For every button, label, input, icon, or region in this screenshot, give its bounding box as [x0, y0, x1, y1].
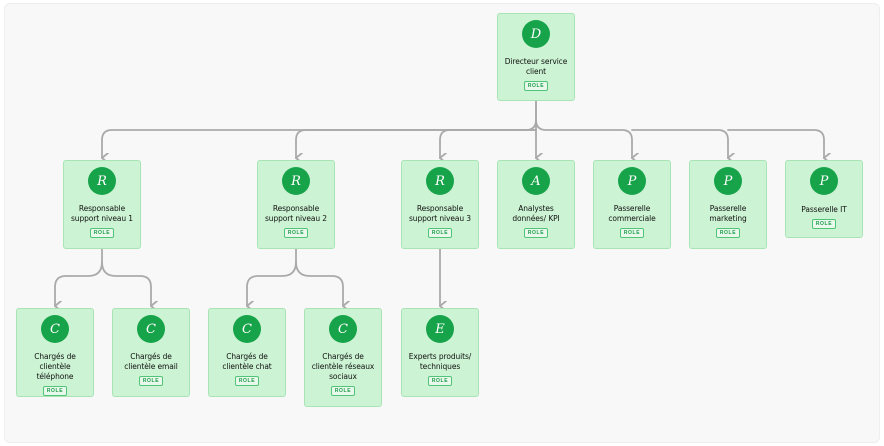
role-badge: ROLE	[42, 386, 68, 396]
node-experts-produits-techniques[interactable]: E Experts produits/ techniques ROLE	[401, 308, 479, 397]
node-charges-clientele-reseaux-sociaux[interactable]: C Chargés de clientèle réseaux sociaux R…	[304, 308, 382, 407]
node-title: Responsable support niveau 3	[409, 204, 471, 223]
node-title: Experts produits/ techniques	[408, 352, 472, 371]
role-badge: ROLE	[234, 376, 260, 386]
node-title: Directeur service client	[504, 57, 568, 76]
role-badge: ROLE	[715, 228, 741, 238]
avatar-initial: R	[88, 167, 116, 195]
role-badge: ROLE	[283, 228, 309, 238]
role-badge: ROLE	[619, 228, 645, 238]
avatar-initial: P	[618, 167, 646, 195]
avatar-initial: R	[426, 167, 454, 195]
node-title: Responsable support niveau 1	[71, 204, 133, 223]
avatar-initial: E	[426, 315, 454, 343]
role-badge: ROLE	[330, 386, 356, 396]
node-title: Chargés de clientèle téléphone	[34, 352, 76, 381]
role-badge: ROLE	[427, 228, 453, 238]
role-badge: ROLE	[523, 228, 549, 238]
node-passerelle-marketing[interactable]: P Passerelle marketing ROLE	[689, 160, 767, 249]
node-passerelle-it[interactable]: P Passerelle IT ROLE	[785, 160, 863, 238]
node-title: Passerelle IT	[801, 205, 847, 214]
node-title: Chargés de clientèle email	[124, 352, 178, 371]
node-title: Chargés de clientèle chat	[222, 352, 272, 371]
node-charges-clientele-chat[interactable]: C Chargés de clientèle chat ROLE	[208, 308, 286, 397]
node-title: Analystes données/ KPI	[512, 204, 560, 223]
node-responsable-support-niveau-1[interactable]: R Responsable support niveau 1 ROLE	[63, 160, 141, 249]
node-charges-clientele-telephone[interactable]: C Chargés de clientèle téléphone ROLE	[16, 308, 94, 397]
node-title: Passerelle marketing	[709, 204, 747, 223]
role-badge: ROLE	[523, 81, 549, 91]
node-analystes-donnees-kpi[interactable]: A Analystes données/ KPI ROLE	[497, 160, 575, 249]
avatar-initial: C	[41, 315, 69, 343]
role-badge: ROLE	[138, 376, 164, 386]
avatar-initial: C	[233, 315, 261, 343]
avatar-initial: C	[329, 315, 357, 343]
role-badge: ROLE	[427, 376, 453, 386]
avatar-initial: A	[522, 167, 550, 195]
node-responsable-support-niveau-3[interactable]: R Responsable support niveau 3 ROLE	[401, 160, 479, 249]
node-responsable-support-niveau-2[interactable]: R Responsable support niveau 2 ROLE	[257, 160, 335, 249]
node-title: Responsable support niveau 2	[265, 204, 327, 223]
node-charges-clientele-email[interactable]: C Chargés de clientèle email ROLE	[112, 308, 190, 397]
node-passerelle-commerciale[interactable]: P Passerelle commerciale ROLE	[593, 160, 671, 249]
avatar-initial: P	[714, 167, 742, 195]
avatar-initial: C	[137, 315, 165, 343]
avatar-initial: D	[522, 20, 550, 48]
node-title: Chargés de clientèle réseaux sociaux	[311, 352, 375, 381]
role-badge: ROLE	[811, 219, 837, 229]
avatar-initial: R	[282, 167, 310, 195]
role-badge: ROLE	[89, 228, 115, 238]
node-title: Passerelle commerciale	[608, 204, 656, 223]
node-directeur-service-client[interactable]: D Directeur service client ROLE	[497, 13, 575, 101]
avatar-initial: P	[810, 167, 838, 195]
